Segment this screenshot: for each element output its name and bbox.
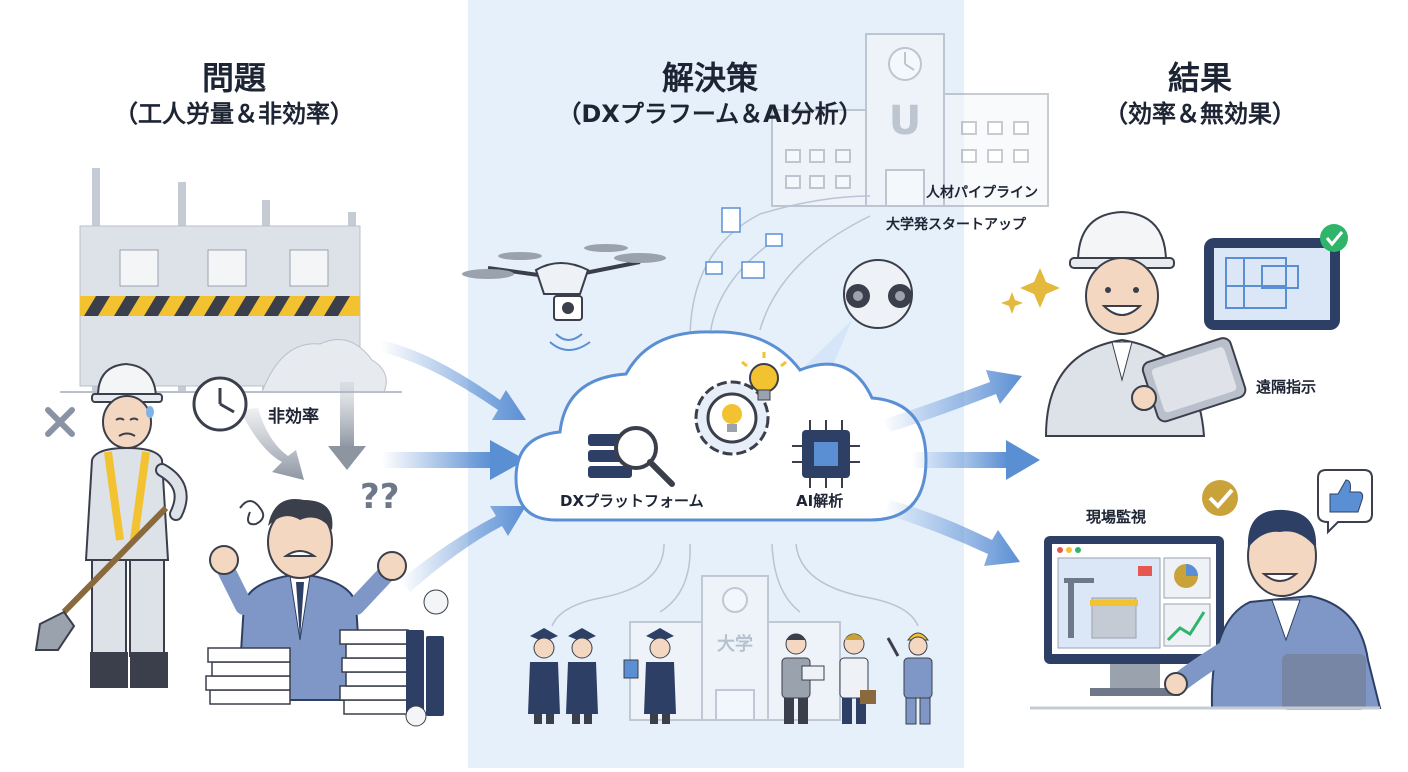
tired-worker <box>34 362 188 688</box>
x-mark-icon <box>45 407 75 437</box>
lightbulb-icon <box>741 352 787 401</box>
university-startup-label: 大学発スタートアップ <box>886 217 1026 233</box>
ai-analysis-label: AI解析 <box>796 492 844 510</box>
talent-pipeline-label: 人材パイプライン <box>926 185 1038 201</box>
flow-arrows-out <box>882 370 1040 566</box>
problem-title: 問題 <box>201 59 266 97</box>
monitor-dashboard <box>1044 536 1224 696</box>
university-sign: 大学 <box>717 633 753 655</box>
remote-instruction-label: 遠隔指示 <box>1256 378 1317 396</box>
ai-chip-icon <box>792 420 860 488</box>
server-search-icon <box>588 426 675 487</box>
svg-text:??: ?? <box>360 477 399 517</box>
university-building-top: U <box>771 33 1049 207</box>
engineer-with-tablet <box>1044 210 1247 437</box>
problem-subtitle: （工人労量＆非効率） <box>114 100 354 128</box>
site-monitoring-label: 現場監視 <box>1086 508 1147 526</box>
flow-arrows-in <box>380 340 526 592</box>
paper-stacks <box>205 589 449 727</box>
problem-heading: 問題 （工人労量＆非効率） <box>64 58 404 130</box>
graduates-group <box>528 628 676 724</box>
inefficiency-label: 非効率 <box>268 407 319 427</box>
decline-arrows <box>240 382 366 480</box>
result-heading: 結果 （効率＆無効果） <box>1050 58 1350 130</box>
clock-icon <box>192 376 248 432</box>
gear-bulb-icon <box>694 380 770 456</box>
connection-lines-bottom <box>551 543 919 627</box>
mail-icons <box>705 207 783 279</box>
thumbs-up-icon <box>1317 469 1373 535</box>
solution-title: 解決策 <box>661 59 758 97</box>
tablet-blueprint <box>1204 224 1348 330</box>
solution-heading: 解決策 （DXプラフーム＆AI分析） <box>520 58 900 130</box>
office-worker-monitoring <box>1164 509 1382 710</box>
result-title: 結果 <box>1167 59 1232 97</box>
building-letter: U <box>889 98 921 144</box>
construction-site-ruins <box>60 168 402 400</box>
sparkle-icons <box>1001 268 1060 314</box>
solution-subtitle: （DXプラフーム＆AI分析） <box>557 100 863 128</box>
gold-check-icon <box>1202 480 1238 516</box>
dx-platform-label: DXプラットフォーム <box>560 492 704 510</box>
result-subtitle: （効率＆無効果） <box>1104 100 1296 128</box>
drone-icon <box>462 244 666 351</box>
startup-team-group <box>781 632 933 725</box>
